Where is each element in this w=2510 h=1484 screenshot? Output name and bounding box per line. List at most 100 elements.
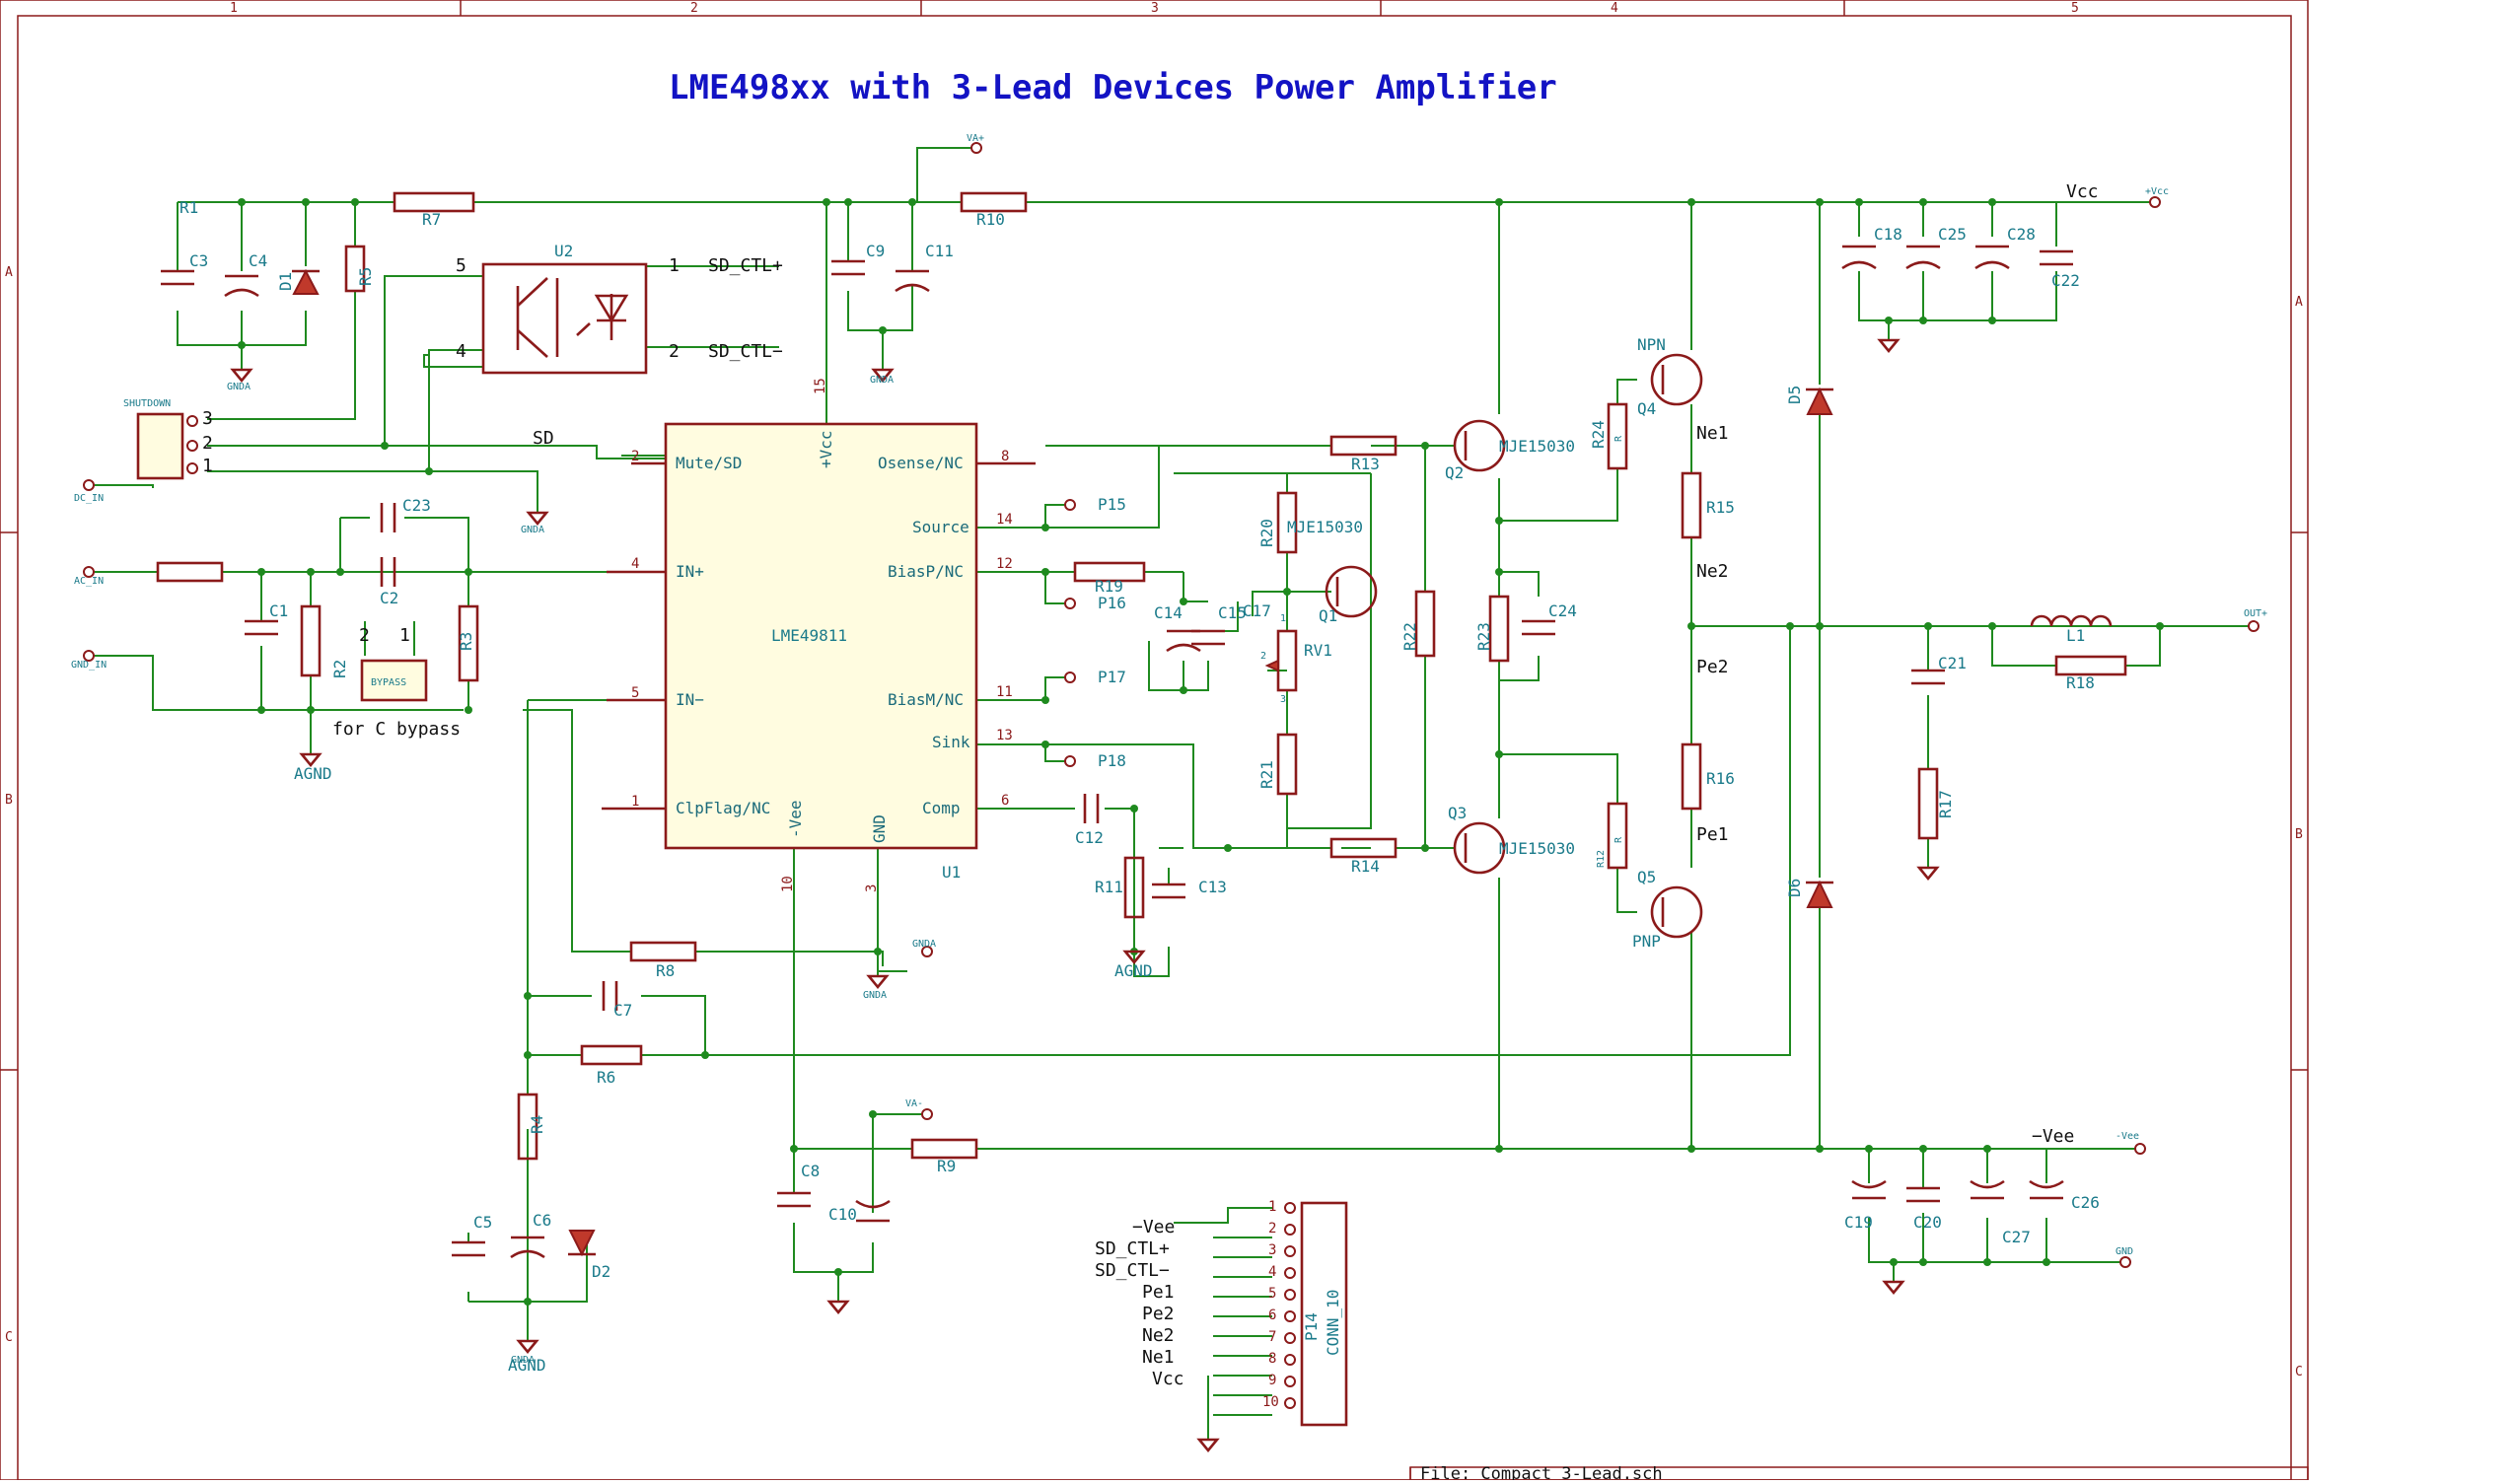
net-pe2: Pe2: [1696, 657, 1729, 677]
ref-c1: C1: [269, 601, 288, 620]
gnd-agnd-1: AGND: [294, 764, 332, 783]
r-label-3: R12: [1596, 850, 1607, 868]
ref-c18: C18: [1874, 225, 1902, 244]
ref-r19: R19: [1095, 577, 1123, 596]
optocoupler-u2[interactable]: U2 5 4 1 2 SD_CTL+ SD_CTL−: [456, 242, 783, 375]
ref-c19: C19: [1844, 1213, 1873, 1232]
u1-pin-name-vee: -Vee: [786, 800, 805, 838]
u1-pin-name-gnd: GND: [870, 814, 889, 843]
ref-r7: R7: [422, 210, 441, 229]
u2-pin-4: 4: [456, 341, 466, 362]
u1-pin-name-inp: IN+: [676, 562, 704, 581]
gnd-agnd-2: AGND: [1114, 961, 1153, 980]
p14-pin-8: 8: [1268, 1351, 1276, 1367]
u1-pin-name-comp: Comp: [922, 799, 961, 817]
gnd-gnda-4: GNDA: [863, 990, 887, 1001]
ref-l1: L1: [2066, 626, 2085, 645]
tp-p18: P18: [1098, 751, 1126, 770]
row-label-a: A: [5, 265, 13, 280]
port-va-minus: VA-: [905, 1098, 923, 1109]
gnd-gnda-2: GNDA: [870, 375, 894, 386]
u1-pin-num-2: 2: [631, 449, 639, 464]
ref-r13: R13: [1351, 455, 1380, 473]
ref-r6: R6: [597, 1068, 615, 1087]
shutdown-connector[interactable]: SHUTDOWN 3 2 1: [123, 398, 213, 480]
col-label-1: 1: [230, 1, 238, 16]
ref-c7: C7: [613, 1001, 632, 1020]
u1-pin-num-15: 15: [813, 378, 828, 394]
ref-r14: R14: [1351, 857, 1380, 876]
u2-ref: U2: [554, 242, 573, 260]
port-va-plus: VA+: [967, 133, 984, 144]
ref-q1: Q1: [1319, 606, 1337, 625]
ref-c23: C23: [402, 496, 431, 515]
net-sd: SD: [533, 428, 554, 449]
val-q3: MJE15030: [1499, 839, 1575, 858]
tp-p16: P16: [1098, 594, 1126, 612]
ref-r10: R10: [976, 210, 1005, 229]
ref-c6: C6: [533, 1211, 551, 1230]
ref-c25: C25: [1938, 225, 1967, 244]
gnd-gnda-6: GNDA: [511, 1355, 535, 1366]
ref-r22: R22: [1400, 622, 1419, 651]
p14-pin-2: 2: [1268, 1221, 1276, 1237]
r-label-1: R: [1614, 435, 1624, 442]
gnd-agnd-3: AGND: [508, 1356, 546, 1375]
u1-pin-num-5: 5: [631, 685, 639, 701]
p14-net-6: Ne2: [1142, 1325, 1175, 1346]
note-for-c-bypass: for C bypass: [332, 719, 461, 740]
ref-r16: R16: [1706, 769, 1735, 788]
p14-net-2: SD_CTL+: [1095, 1238, 1170, 1259]
diode-bodies: [292, 268, 1833, 1257]
ref-c5: C5: [473, 1213, 492, 1232]
capacitor-bodies: [161, 245, 2073, 1259]
row-label-b-right: B: [2295, 827, 2303, 842]
ref-c21: C21: [1938, 654, 1967, 672]
col-label-3: 3: [1151, 1, 1159, 16]
port-out-plus: OUT+: [2244, 608, 2267, 619]
shutdown-pin-1: 1: [202, 456, 213, 476]
u1-pin-num-3: 3: [864, 884, 880, 892]
p14-net-8: Vcc: [1152, 1369, 1184, 1389]
p14-value: CONN_10: [1324, 1290, 1342, 1356]
p14-pin-5: 5: [1268, 1286, 1276, 1302]
ref-q5: Q5: [1637, 868, 1656, 886]
ref-r8: R8: [656, 961, 675, 980]
connector-p14[interactable]: P14 CONN_10: [1284, 1201, 1348, 1427]
p14-pin-4: 4: [1268, 1264, 1276, 1280]
ref-c8: C8: [801, 1162, 820, 1180]
net-vee: −Vee: [2032, 1126, 2074, 1147]
ref-d2: D2: [592, 1262, 610, 1281]
p14-pins: −Vee SD_CTL+ SD_CTL− Pe1 Pe2 Ne2 Ne1 Vcc…: [1095, 1199, 1279, 1410]
tp-p17: P17: [1098, 668, 1126, 686]
u1-ref: U1: [942, 863, 961, 882]
p14-pin-3: 3: [1268, 1242, 1276, 1258]
u1-value: LME49811: [771, 626, 847, 645]
ref-r11: R11: [1095, 878, 1123, 896]
u2-pin-1: 1: [669, 255, 680, 276]
ref-c3: C3: [189, 251, 208, 270]
ref-r18: R18: [2066, 673, 2095, 692]
net-labels: SD Vcc −Vee Ne1 Ne2 Pe2 Pe1 for C bypass…: [71, 133, 2267, 1375]
ref-r23: R23: [1474, 622, 1493, 651]
u1-pin-num-4: 4: [631, 556, 639, 572]
ic-u1[interactable]: U1 LME49811 Mute/SD 2 IN+ 4 IN− 5 ClpFla…: [602, 378, 1036, 892]
rv1-pin-3: 3: [1280, 694, 1286, 705]
u1-pin-name-mute: Mute/SD: [676, 454, 742, 472]
row-label-c-right: C: [2295, 1365, 2303, 1379]
ref-c13: C13: [1198, 878, 1227, 896]
u1-pin-name-sink: Sink: [932, 733, 970, 751]
ref-d6: D6: [1785, 879, 1804, 897]
gnd-gnda-5: GNDA: [912, 939, 936, 950]
row-label-c: C: [5, 1330, 13, 1345]
ref-c4: C4: [249, 251, 267, 270]
u1-pin-num-8: 8: [1001, 449, 1009, 464]
ref-c24: C24: [1548, 601, 1577, 620]
u1-pin-num-1: 1: [631, 794, 639, 810]
r-label-2: R: [1614, 836, 1624, 843]
col-label-2: 2: [690, 1, 698, 16]
ref-c12: C12: [1075, 828, 1104, 847]
net-sd-ctl-plus: SD_CTL+: [708, 255, 783, 276]
